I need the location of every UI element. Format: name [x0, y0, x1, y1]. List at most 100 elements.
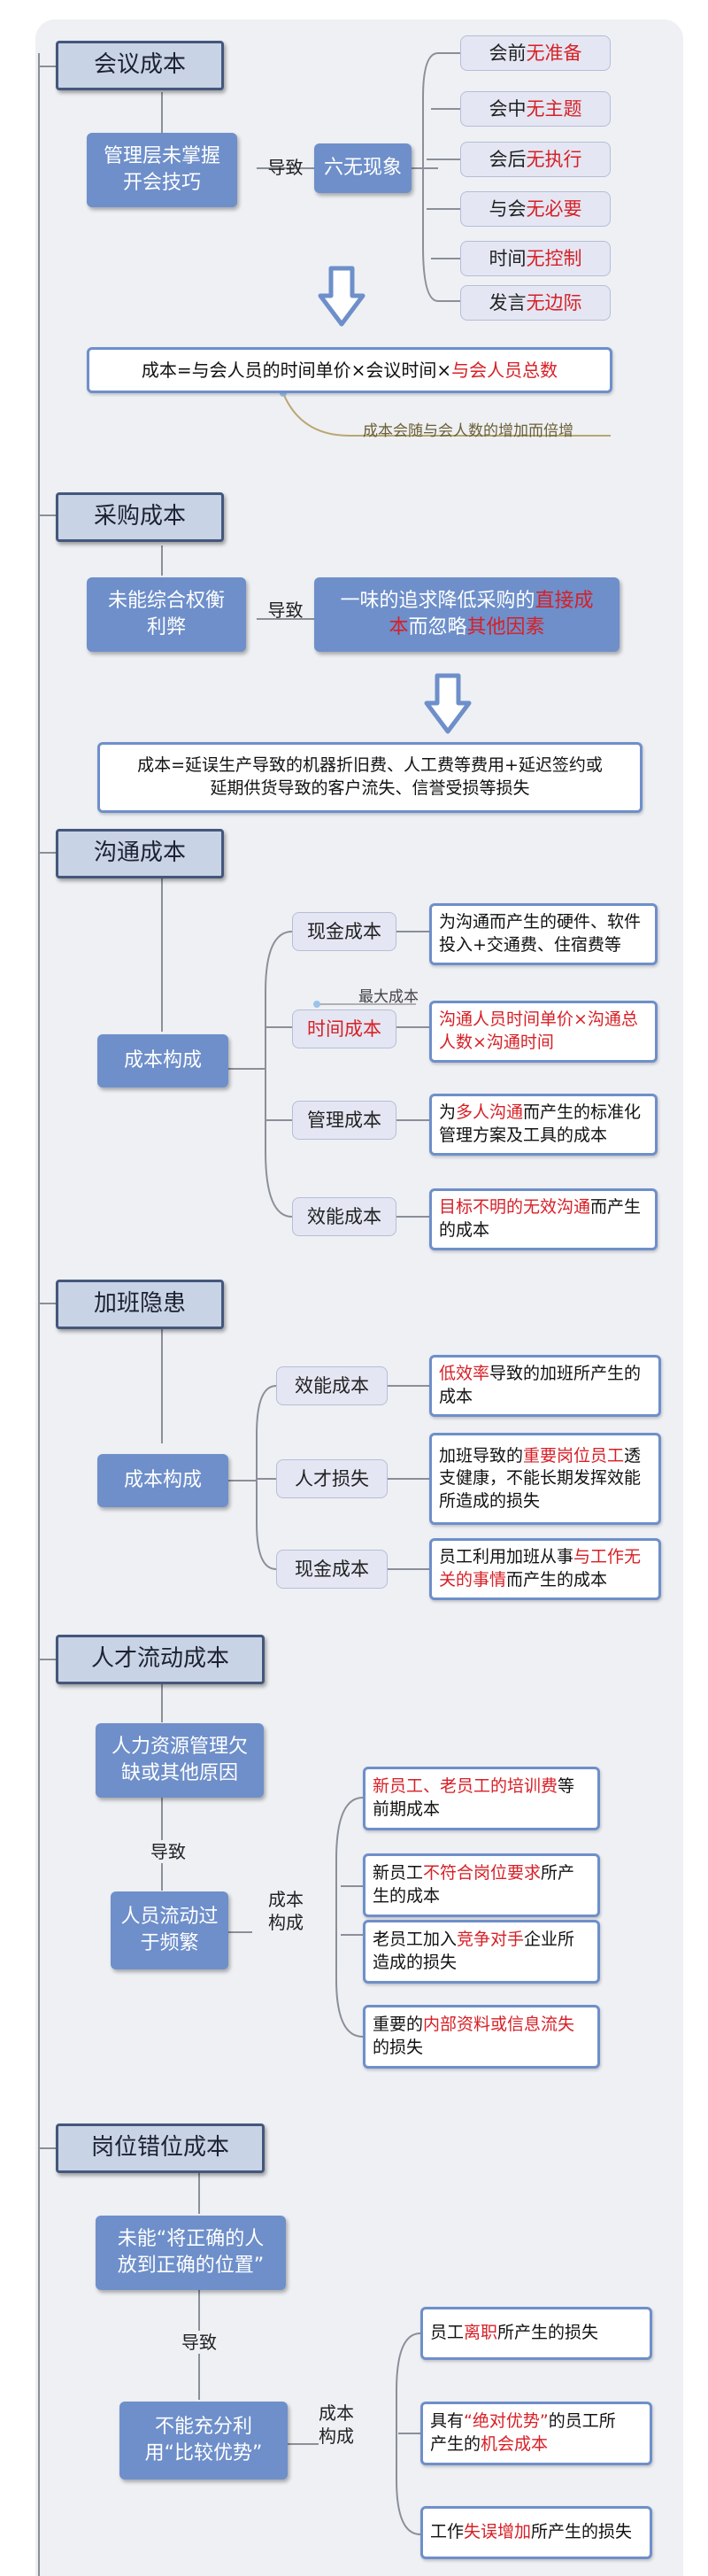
detail-text: 为沟通而产生的硬件、软件投入+交通费、住宿费等 [439, 912, 642, 955]
detail-text: 工作失误增加所产生的损失 [430, 2522, 633, 2542]
node-text: 效能成本 [307, 1205, 381, 1227]
node-text: 六无现象 [323, 157, 402, 180]
node-text: 不能充分利用“比较优势” [144, 2416, 263, 2464]
purchase-effect-node[interactable]: 一味的追求降低采购的直接成本而忽略其他因素 [314, 577, 620, 652]
section-title-purchase[interactable]: 采购成本 [56, 492, 224, 542]
node-text: 时间成本 [307, 1017, 381, 1040]
purchase-cause-node[interactable]: 未能综合权衡利弊 [87, 577, 246, 652]
section-title-overtime[interactable]: 加班隐患 [56, 1280, 224, 1329]
overtime-cost-node[interactable]: 效能成本 [276, 1366, 388, 1405]
turnover-cause-node[interactable]: 人力资源管理欠缺或其他原因 [96, 1723, 264, 1798]
down-arrow-icon [318, 266, 366, 327]
communication-detail-box[interactable]: 为多人沟通而产生的标准化管理方案及工具的成本 [429, 1094, 658, 1156]
leads-to-label: 导致 [267, 157, 304, 178]
cost-composition-label: 成本构成 [319, 2402, 354, 2447]
detail-text: 加班导致的重要岗位员工透支健康，不能长期发挥效能所造成的损失 [439, 1445, 642, 1511]
meeting-formula-box[interactable]: 成本=与会人员的时间单价×会议时间×与会人员总数 [87, 347, 612, 393]
max-cost-label: 最大成本 [358, 988, 419, 1006]
communication-cost-node[interactable]: 现金成本 [292, 912, 396, 951]
detail-text: 新员工、老员工的培训费等前期成本 [373, 1776, 575, 1819]
node-text: 与会无必要 [489, 197, 582, 220]
overtime-cost-node[interactable]: 人才损失 [276, 1459, 388, 1498]
overtime-detail-box[interactable]: 低效率导致的加班所产生的成本 [429, 1355, 661, 1417]
detail-text: 新员工不符合岗位要求所产生的成本 [373, 1863, 575, 1906]
down-arrow-icon [424, 673, 472, 734]
section-title-text: 采购成本 [93, 503, 186, 530]
turnover-effect-node[interactable]: 人员流动过于频繁 [111, 1891, 228, 1969]
formula-text: 成本=延误生产导致的机器折旧费、人工费等费用+延迟签约或延期供货导致的客户流失、… [137, 755, 603, 798]
detail-text: 老员工加入竞争对手企业所造成的损失 [373, 1930, 575, 1972]
communication-cost-node[interactable]: 管理成本 [292, 1101, 396, 1140]
detail-text: 员工离职所产生的损失 [430, 2323, 599, 2343]
mismatch-effect-node[interactable]: 不能充分利用“比较优势” [119, 2402, 288, 2479]
section-title-mismatch[interactable]: 岗位错位成本 [56, 2123, 265, 2173]
detail-text: 员工利用加班从事与工作无关的事情而产生的成本 [439, 1547, 642, 1590]
node-text: 现金成本 [295, 1558, 369, 1580]
turnover-detail-box[interactable]: 重要的内部资料或信息流失的损失 [363, 2005, 600, 2069]
node-text: 管理层未掌握开会技巧 [103, 145, 220, 194]
section-title-communication[interactable]: 沟通成本 [56, 829, 224, 878]
purchase-formula-box[interactable]: 成本=延误生产导致的机器折旧费、人工费等费用+延迟签约或延期供货导致的客户流失、… [97, 742, 643, 813]
detail-text: 低效率导致的加班所产生的成本 [439, 1364, 642, 1406]
node-text: 未能综合权衡利弊 [107, 590, 225, 638]
node-text: 发言无边际 [489, 291, 582, 313]
section-title-meeting[interactable]: 会议成本 [56, 41, 224, 90]
turnover-detail-box[interactable]: 新员工、老员工的培训费等前期成本 [363, 1767, 600, 1830]
section-title-text: 岗位错位成本 [90, 2134, 229, 2162]
node-text: 管理成本 [307, 1109, 381, 1131]
meeting-comment: 成本会随与会人数的增加而倍增 [363, 422, 573, 440]
section-title-text: 人才流动成本 [90, 1645, 229, 1673]
node-text: 人员流动过于频繁 [120, 1906, 219, 1954]
node-text: 成本构成 [123, 1049, 202, 1072]
section-title-turnover[interactable]: 人才流动成本 [56, 1635, 265, 1684]
meeting-item-node[interactable]: 时间无控制 [460, 241, 611, 276]
meeting-item-node[interactable]: 会前无准备 [460, 35, 611, 71]
mismatch-detail-box[interactable]: 工作失误增加所产生的损失 [420, 2506, 652, 2559]
meeting-item-node[interactable]: 发言无边际 [460, 285, 611, 321]
leads-to-label: 导致 [168, 2331, 230, 2354]
leads-to-label: 导致 [137, 1840, 199, 1863]
overtime-center-node[interactable]: 成本构成 [97, 1454, 228, 1507]
mismatch-detail-box[interactable]: 员工离职所产生的损失 [420, 2307, 652, 2360]
section-title-text: 沟通成本 [93, 839, 186, 867]
meeting-item-node[interactable]: 会后无执行 [460, 142, 611, 177]
node-text: 会中无主题 [489, 97, 582, 120]
communication-cost-node[interactable]: 效能成本 [292, 1197, 396, 1236]
communication-center-node[interactable]: 成本构成 [97, 1034, 228, 1087]
overtime-detail-box[interactable]: 加班导致的重要岗位员工透支健康，不能长期发挥效能所造成的损失 [429, 1433, 661, 1525]
node-text: 时间无控制 [489, 247, 582, 269]
detail-text: 目标不明的无效沟通而产生的成本 [439, 1197, 642, 1240]
communication-cost-node[interactable]: 时间成本 [292, 1010, 396, 1048]
cost-composition-label: 成本构成 [268, 1889, 304, 1933]
meeting-cause-node[interactable]: 管理层未掌握开会技巧 [87, 133, 237, 207]
node-text: 人力资源管理欠缺或其他原因 [111, 1736, 248, 1784]
node-text: 人才损失 [295, 1467, 369, 1489]
section-title-text: 加班隐患 [93, 1290, 186, 1318]
meeting-phenomenon-node[interactable]: 六无现象 [314, 143, 412, 193]
mismatch-cause-node[interactable]: 未能“将正确的人放到正确的位置” [96, 2216, 286, 2290]
meeting-item-node[interactable]: 会中无主题 [460, 91, 611, 127]
detail-text: 具有“绝对优势”的员工所产生的机会成本 [430, 2411, 616, 2454]
mismatch-detail-box[interactable]: 具有“绝对优势”的员工所产生的机会成本 [420, 2402, 652, 2465]
communication-detail-box[interactable]: 沟通人员时间单价×沟通总人数×沟通时间 [429, 1001, 658, 1063]
communication-detail-box[interactable]: 为沟通而产生的硬件、软件投入+交通费、住宿费等 [429, 903, 658, 965]
communication-detail-box[interactable]: 目标不明的无效沟通而产生的成本 [429, 1188, 658, 1250]
overtime-detail-box[interactable]: 员工利用加班从事与工作无关的事情而产生的成本 [429, 1538, 661, 1600]
detail-text: 为多人沟通而产生的标准化管理方案及工具的成本 [439, 1102, 642, 1145]
meeting-item-node[interactable]: 与会无必要 [460, 191, 611, 227]
turnover-detail-box[interactable]: 新员工不符合岗位要求所产生的成本 [363, 1853, 600, 1917]
section-title-text: 会议成本 [93, 51, 186, 79]
detail-text: 重要的内部资料或信息流失的损失 [373, 2015, 575, 2057]
main-spine-line [38, 53, 40, 2576]
formula-text: 成本=与会人员的时间单价×会议时间×与会人员总数 [141, 359, 558, 381]
node-text: 未能“将正确的人放到正确的位置” [117, 2228, 265, 2277]
node-text: 一味的追求降低采购的直接成本而忽略其他因素 [340, 590, 594, 638]
leads-to-label: 导致 [267, 600, 304, 621]
node-text: 现金成本 [307, 920, 381, 942]
overtime-cost-node[interactable]: 现金成本 [276, 1550, 388, 1589]
turnover-detail-box[interactable]: 老员工加入竞争对手企业所造成的损失 [363, 1920, 600, 1984]
node-text: 成本构成 [123, 1469, 202, 1492]
node-text: 会后无执行 [489, 148, 582, 170]
detail-text: 沟通人员时间单价×沟通总人数×沟通时间 [439, 1010, 638, 1052]
